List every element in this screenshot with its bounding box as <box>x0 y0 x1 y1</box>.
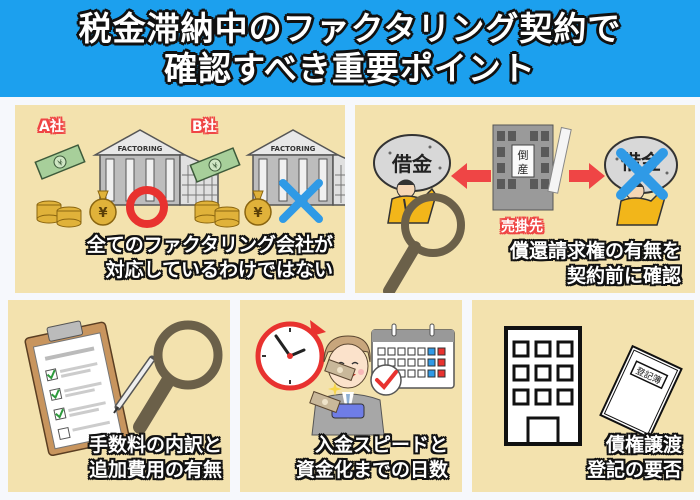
svg-text:¥: ¥ <box>56 158 64 168</box>
coin-stack-icon <box>36 200 82 228</box>
banknote-icon: ¥ <box>189 147 241 183</box>
svg-text:産: 産 <box>518 163 529 176</box>
page-header: 税金滞納中のファクタリング契約で 確認すべき重要ポイント <box>0 0 700 97</box>
magnifier-icon <box>133 320 223 434</box>
svg-text:¥: ¥ <box>253 206 262 221</box>
cross-ng-icon <box>616 148 668 200</box>
title-line-1: 税金滞納中のファクタリング契約で <box>78 8 622 48</box>
arrow-right-icon <box>569 163 605 189</box>
businessman-icon <box>311 335 385 436</box>
check-badge-icon <box>370 364 402 396</box>
company-b-label: B社 <box>192 119 217 135</box>
panel-registration: 登記簿 債権譲渡 登記の要否 <box>472 300 694 492</box>
boulder-label: 借金 <box>391 152 433 176</box>
company-a-label: A社 <box>39 119 64 135</box>
panel-fees: 手数料の内訳と 追加費用の有無 <box>8 300 230 492</box>
money-bag-icon: ¥ <box>244 190 272 226</box>
caption-line-1: 債権譲渡 <box>605 434 682 456</box>
banknote-icon <box>309 390 341 414</box>
magnifier-icon <box>383 193 465 293</box>
clipboard-checklist-icon <box>24 320 130 457</box>
caption-line-1: 入金スピードと <box>314 434 448 456</box>
panel-speed: 入金スピードと 資金化までの日数 <box>240 300 462 492</box>
building-sign: 倒 <box>518 149 529 162</box>
caption-line-2: 契約前に確認 <box>566 265 681 287</box>
title-line-2: 確認すべき重要ポイント <box>164 48 536 88</box>
cross-ng-icon <box>279 179 323 223</box>
panel-factoring-companies: A社 B社 ¥ FACTORING ¥ ¥ FACTORING <box>15 105 345 293</box>
svg-text:¥: ¥ <box>211 161 219 171</box>
arrow-left-icon <box>451 163 491 189</box>
svg-text:FACTORING: FACTORING <box>271 145 316 153</box>
caption-line-2: 追加費用の有無 <box>88 459 222 481</box>
caption-line-1: 償還請求権の有無を <box>509 240 681 262</box>
bankrupt-building-icon: 倒 産 <box>492 124 572 211</box>
caption-line-2: 登記の要否 <box>586 459 682 481</box>
sparkle-icon <box>328 382 342 396</box>
clock-icon <box>255 320 326 391</box>
building-sign: FACTORING <box>118 145 163 153</box>
caption-line-1: 手数料の内訳と <box>88 434 222 456</box>
banknote-icon <box>324 358 356 382</box>
panel-recourse: 借金 倒 産 売掛先 借金 償 <box>355 105 695 293</box>
office-building-icon <box>504 326 582 446</box>
caption-line-1: 全てのファクタリング会社が <box>86 234 333 256</box>
building-tag: 売掛先 <box>501 219 543 235</box>
circle-ok-icon <box>126 186 168 228</box>
registry-book-icon: 登記簿 <box>599 344 683 440</box>
caption-line-2: 資金化までの日数 <box>295 459 448 481</box>
coin-stack-icon <box>194 200 240 228</box>
pen-icon <box>113 355 156 414</box>
svg-text:¥: ¥ <box>98 206 107 221</box>
caption-line-2: 対応しているわけではない <box>105 259 333 281</box>
money-bag-icon: ¥ <box>89 190 117 226</box>
banknote-icon: ¥ <box>34 144 86 180</box>
